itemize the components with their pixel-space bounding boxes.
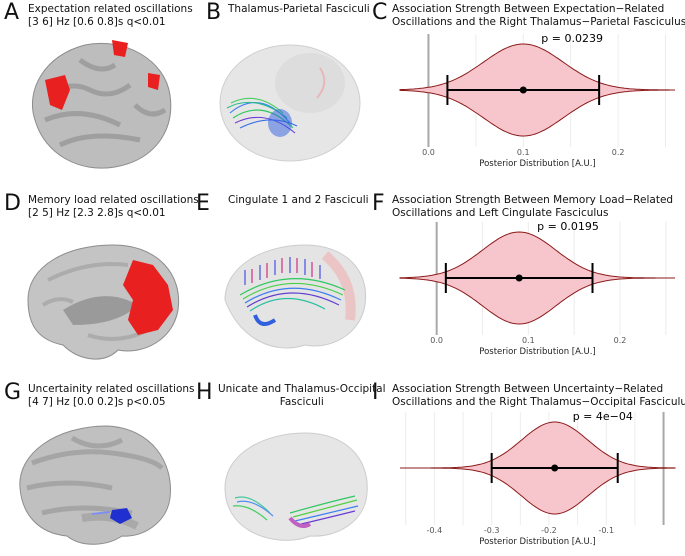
x-tick-label: -0.2 (541, 526, 557, 535)
p-value-annotation: p = 0.0239 (541, 32, 603, 45)
fiber-tract-render-h (224, 432, 368, 541)
x-axis-label: Posterior Distribution [A.U.] (479, 347, 595, 357)
panel-letter-b: B (206, 0, 222, 25)
x-tick-label: 0.1 (522, 336, 535, 345)
x-axis-label: Posterior Distribution [A.U.] (479, 537, 595, 547)
panel-letter-d: D (4, 191, 21, 216)
activation-cluster (148, 73, 160, 90)
fiber-tract-render-b (219, 44, 361, 162)
x-tick-label: -0.3 (484, 526, 500, 535)
brain-caption-g-line1: Uncertainity related oscillations (28, 383, 195, 395)
x-axis-label: Posterior Distribution [A.U.] (479, 159, 595, 169)
plot-title-i-line1: Association Strength Between Uncertainty… (392, 383, 664, 395)
activation-cluster (45, 75, 70, 110)
x-tick-label: -0.4 (427, 526, 443, 535)
brain-caption-a: Expectation related oscillations [3 6] H… (28, 3, 193, 29)
brain-caption-d: Memory load related oscillations [2 5] H… (28, 194, 199, 220)
tract-caption-h-line1: Unicate and Thalamus-Occipital (218, 383, 386, 395)
activation-cluster (123, 260, 173, 335)
p-value-annotation: p = 0.0195 (537, 220, 599, 233)
tract-caption-e: Cingulate 1 and 2 Fasciculi (228, 194, 369, 207)
plot-title-c-line1: Association Strength Between Expectation… (392, 3, 665, 15)
plot-title-c-line2: Oscillations and the Right Thalamus−Pari… (392, 16, 685, 28)
brain-caption-d-line1: Memory load related oscillations (28, 194, 199, 206)
plot-title-i-line2: Oscillations and the Right Thalamus−Occi… (392, 396, 685, 408)
tract-caption-b-line1: Thalamus-Parietal Fasciculi (228, 3, 370, 15)
brain-medial-view-d (27, 244, 180, 360)
tract-caption-b: Thalamus-Parietal Fasciculi (228, 3, 370, 16)
panel-letter-c: C (372, 0, 388, 25)
x-tick-label: 0.2 (612, 148, 625, 157)
x-tick-label: -0.1 (598, 526, 614, 535)
panel-letter-f: F (372, 191, 385, 216)
brain-caption-d-line2: [2 5] Hz [2.3 2.8]s q<0.01 (28, 207, 166, 219)
panel-letter-g: G (4, 380, 22, 405)
x-tick-label: 0.0 (430, 336, 443, 345)
tract-caption-e-line1: Cingulate 1 and 2 Fasciculi (228, 194, 369, 206)
plot-title-f-line1: Association Strength Between Memory Load… (392, 194, 674, 206)
brain-caption-g-line2: [4 7] Hz [0.0 0.2]s p<0.05 (28, 396, 166, 408)
brain-caption-a-line2: [3 6] Hz [0.6 0.8]s q<0.01 (28, 16, 166, 28)
plot-title-i: Association Strength Between Uncertainty… (392, 383, 685, 409)
p-value-annotation: p = 4e−04 (573, 410, 633, 423)
activation-cluster (112, 40, 128, 57)
plot-title-f-line2: Oscillations and Left Cingulate Fascicul… (392, 207, 609, 219)
panel-letter-e: E (196, 191, 210, 216)
panel-letter-i: I (372, 380, 379, 405)
panel-letter-h: H (196, 380, 213, 405)
panel-letter-a: A (4, 0, 20, 25)
x-tick-label: 0.0 (422, 148, 435, 157)
x-tick-label: 0.2 (614, 336, 627, 345)
plot-title-c: Association Strength Between Expectation… (392, 3, 685, 29)
fiber-tract-render-e (224, 244, 367, 349)
tract-caption-h: Unicate and Thalamus-Occipital Fasciculi (218, 383, 386, 409)
brain-caption-g: Uncertainity related oscillations [4 7] … (28, 383, 195, 409)
x-tick-label: 0.1 (517, 148, 530, 157)
median-point (519, 86, 527, 94)
plot-title-f: Association Strength Between Memory Load… (392, 194, 673, 220)
brain-lateral-view-g (19, 425, 171, 545)
activation-cluster (110, 508, 132, 524)
tract-caption-h-line2: Fasciculi (279, 396, 324, 408)
brain-caption-a-line1: Expectation related oscillations (28, 3, 193, 15)
brain-lateral-view-a (31, 40, 172, 169)
median-point (515, 274, 523, 282)
median-point (551, 464, 559, 472)
